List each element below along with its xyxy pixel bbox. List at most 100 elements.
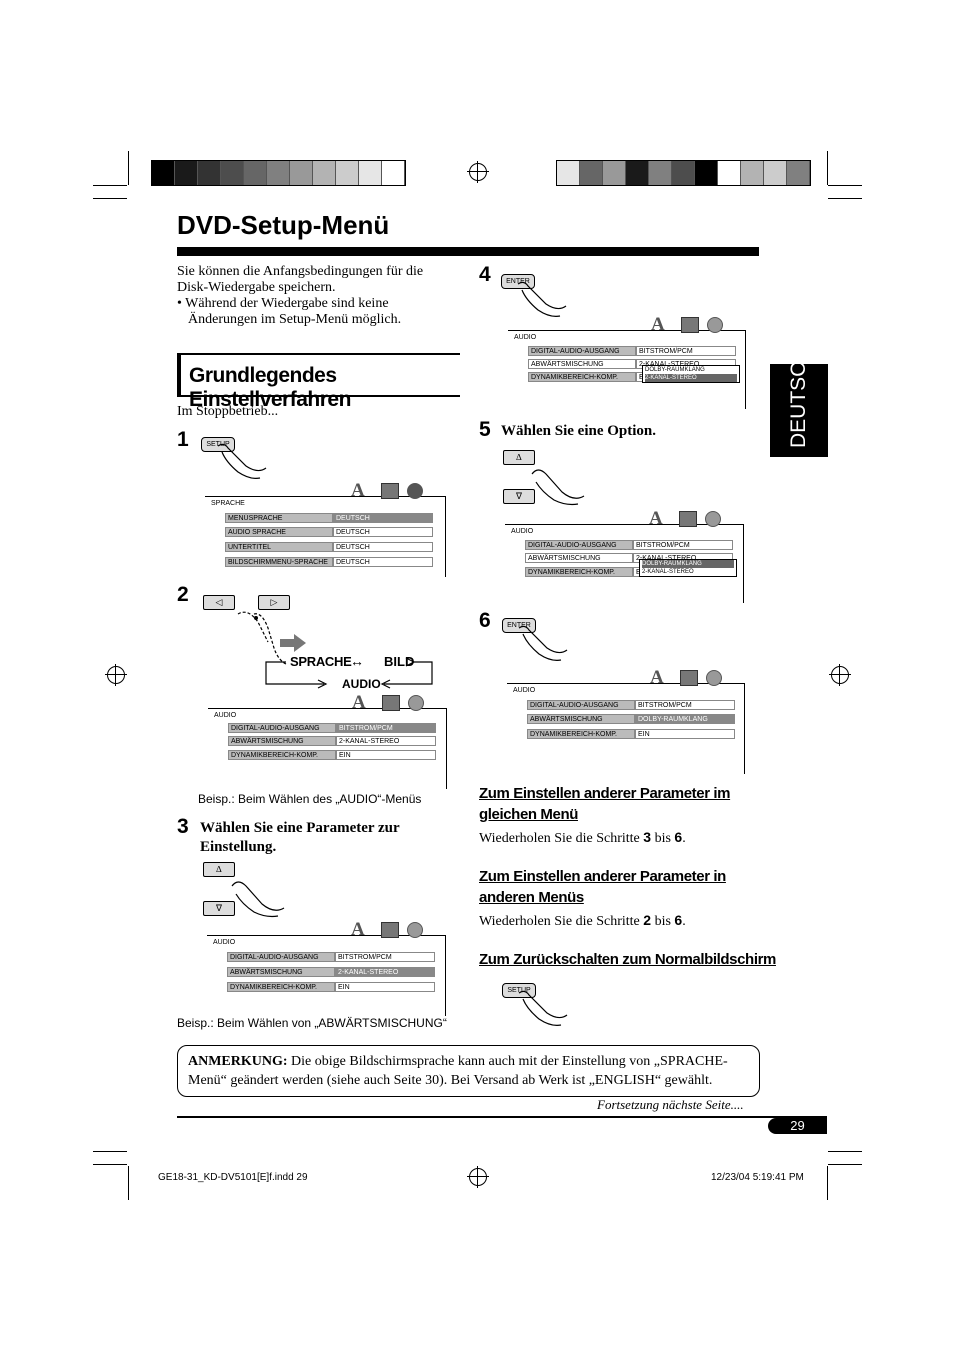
note-box: ANMERKUNG: Die obige Bildschirmsprache k… <box>177 1045 760 1097</box>
tab-audio-icon <box>706 670 722 686</box>
color-swatch <box>198 161 221 185</box>
subheading-other-menus: Zum Einstellen anderer Parameter in ande… <box>479 868 726 906</box>
tab-picture-icon <box>381 483 399 499</box>
tab-audio-icon <box>407 922 423 938</box>
tab-language-icon: A <box>352 692 366 713</box>
step-4-number: 4 <box>479 263 491 286</box>
color-swatch <box>626 161 649 185</box>
title-rule <box>177 247 759 256</box>
subheading-same-menu: Zum Einstellen anderer Parameter im glei… <box>479 785 731 823</box>
up-arrow-button[interactable]: ∆ <box>503 450 535 465</box>
color-swatch <box>741 161 764 185</box>
step-3-text: Wählen Sie eine Parameter zur Einstellun… <box>200 820 400 855</box>
up-arrow-button[interactable]: ∆ <box>203 862 235 877</box>
menu-cycle-diagram: SPRACHE ↔ BILD AUDIO <box>262 653 442 694</box>
color-swatch <box>580 161 603 185</box>
step-5-number: 5 <box>479 418 491 441</box>
enter-button[interactable]: ENTER <box>502 618 536 633</box>
hand-pointer-icon <box>518 990 568 1026</box>
option-dropdown[interactable]: DOLBY-RAUMKLANG 2-KANAL-STEREO <box>639 559 737 577</box>
stop-mode-text: Im Stoppbetrieb... <box>177 404 279 419</box>
color-swatch <box>313 161 336 185</box>
section-heading: Grundlegendes Einstellverfahren <box>177 353 460 411</box>
color-swatch <box>152 161 175 185</box>
registration-mark-icon <box>467 161 489 183</box>
left-arrow-button[interactable]: ◁ <box>203 595 235 610</box>
tab-language-icon: A <box>649 508 663 529</box>
color-swatch <box>221 161 244 185</box>
registration-mark-icon <box>105 664 127 686</box>
hand-pointer-icon <box>517 281 567 317</box>
color-swatch <box>718 161 741 185</box>
tab-audio-icon <box>407 483 423 499</box>
footer-file: GE18-31_KD-DV5101[E]f.indd 29 <box>158 1172 308 1183</box>
continued-text: Fortsetzung nächste Seite.... <box>597 1097 744 1112</box>
down-arrow-button[interactable]: ∇ <box>503 489 535 504</box>
subheading-normal-screen: Zum Zurückschalten zum Normalbildschirm <box>479 951 776 968</box>
registration-mark-icon <box>467 1166 489 1188</box>
hand-pointer-icon <box>518 625 568 661</box>
arrow-right-icon <box>280 634 306 652</box>
page-title: DVD-Setup-Menü <box>177 210 390 240</box>
color-swatch <box>603 161 626 185</box>
tab-language-icon: A <box>351 480 365 501</box>
hand-pointer-icon <box>237 611 287 665</box>
tab-audio-icon <box>408 695 424 711</box>
footer-date: 12/23/04 5:19:41 PM <box>711 1172 804 1183</box>
step-6-number: 6 <box>479 609 491 632</box>
color-swatch <box>557 161 580 185</box>
enter-button[interactable]: ENTER <box>501 274 535 289</box>
down-arrow-button[interactable]: ∇ <box>203 901 235 916</box>
color-swatch <box>267 161 290 185</box>
color-swatch <box>672 161 695 185</box>
step-3-number: 3 <box>177 815 189 838</box>
color-swatch <box>695 161 718 185</box>
color-swatch <box>787 161 810 185</box>
setup-button[interactable]: SETUP <box>502 983 536 998</box>
step-2-number: 2 <box>177 583 189 606</box>
color-swatch <box>359 161 382 185</box>
intro-text: Sie können die Anfangsbedingungen für di… <box>177 264 424 327</box>
tab-picture-icon <box>680 670 698 686</box>
step-5-text: Wählen Sie eine Option. <box>501 423 657 439</box>
option-dropdown[interactable]: DOLBY-RAUMKLANG 2-KANAL-STEREO <box>642 365 740 383</box>
color-swatch <box>336 161 359 185</box>
hand-pointer-icon <box>217 443 267 479</box>
tab-audio-icon <box>705 511 721 527</box>
tab-picture-icon <box>382 695 400 711</box>
color-swatch <box>175 161 198 185</box>
setup-button[interactable]: SETUP <box>201 437 235 452</box>
hand-pointer-icon <box>531 469 585 506</box>
color-swatch <box>764 161 787 185</box>
repeat-steps-same-menu: Wiederholen Sie die Schritte 3 bis 6. <box>479 829 686 846</box>
color-swatch <box>244 161 267 185</box>
color-swatch <box>382 161 405 185</box>
tab-picture-icon <box>681 317 699 333</box>
right-arrow-button[interactable]: ▷ <box>258 595 290 610</box>
color-swatch <box>290 161 313 185</box>
hand-pointer-icon <box>231 881 285 918</box>
repeat-steps-other-menus: Wiederholen Sie die Schritte 2 bis 6. <box>479 912 686 929</box>
color-bar-left <box>151 160 406 186</box>
caption-abwaertsmischung: Beisp.: Beim Wählen von „ABWÄRTSMISCHUNG… <box>177 1016 447 1030</box>
language-side-tab: DEUTSCH <box>770 346 828 457</box>
page-number: 29 <box>768 1118 827 1134</box>
tab-language-icon: A <box>351 919 365 940</box>
tab-language-icon: A <box>650 667 664 688</box>
registration-mark-icon <box>829 664 851 686</box>
color-swatch <box>649 161 672 185</box>
tab-picture-icon <box>679 511 697 527</box>
step-1-number: 1 <box>177 428 189 451</box>
tab-audio-icon <box>707 317 723 333</box>
bottom-rule <box>177 1116 827 1118</box>
caption-audio-menu: Beisp.: Beim Wählen des „AUDIO“-Menüs <box>198 792 422 806</box>
tab-language-icon: A <box>651 314 665 335</box>
tab-picture-icon <box>381 922 399 938</box>
color-bar-right <box>556 160 811 186</box>
